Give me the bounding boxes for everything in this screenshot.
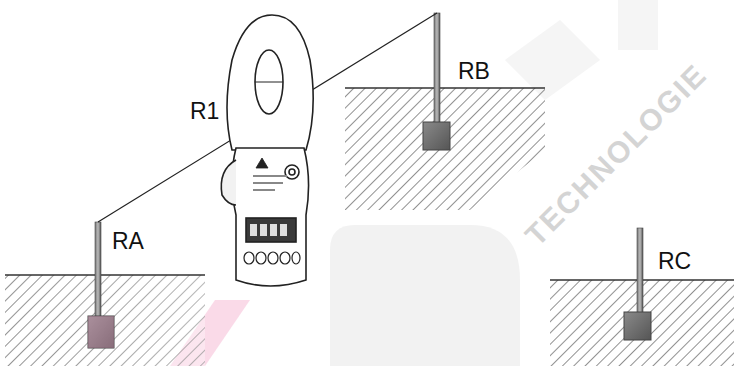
electrode-a — [88, 222, 114, 348]
clamp-meter — [221, 15, 313, 286]
electrode-label: RC — [658, 250, 691, 273]
electrode-b — [423, 13, 450, 150]
electrode-label: RA — [112, 230, 144, 253]
electrode-label: RB — [458, 60, 490, 83]
ground-left — [5, 275, 205, 366]
ground-middle — [345, 88, 545, 210]
test-wire — [98, 13, 437, 222]
electrode-c — [624, 228, 651, 340]
resistance-label: R1 — [190, 100, 219, 123]
